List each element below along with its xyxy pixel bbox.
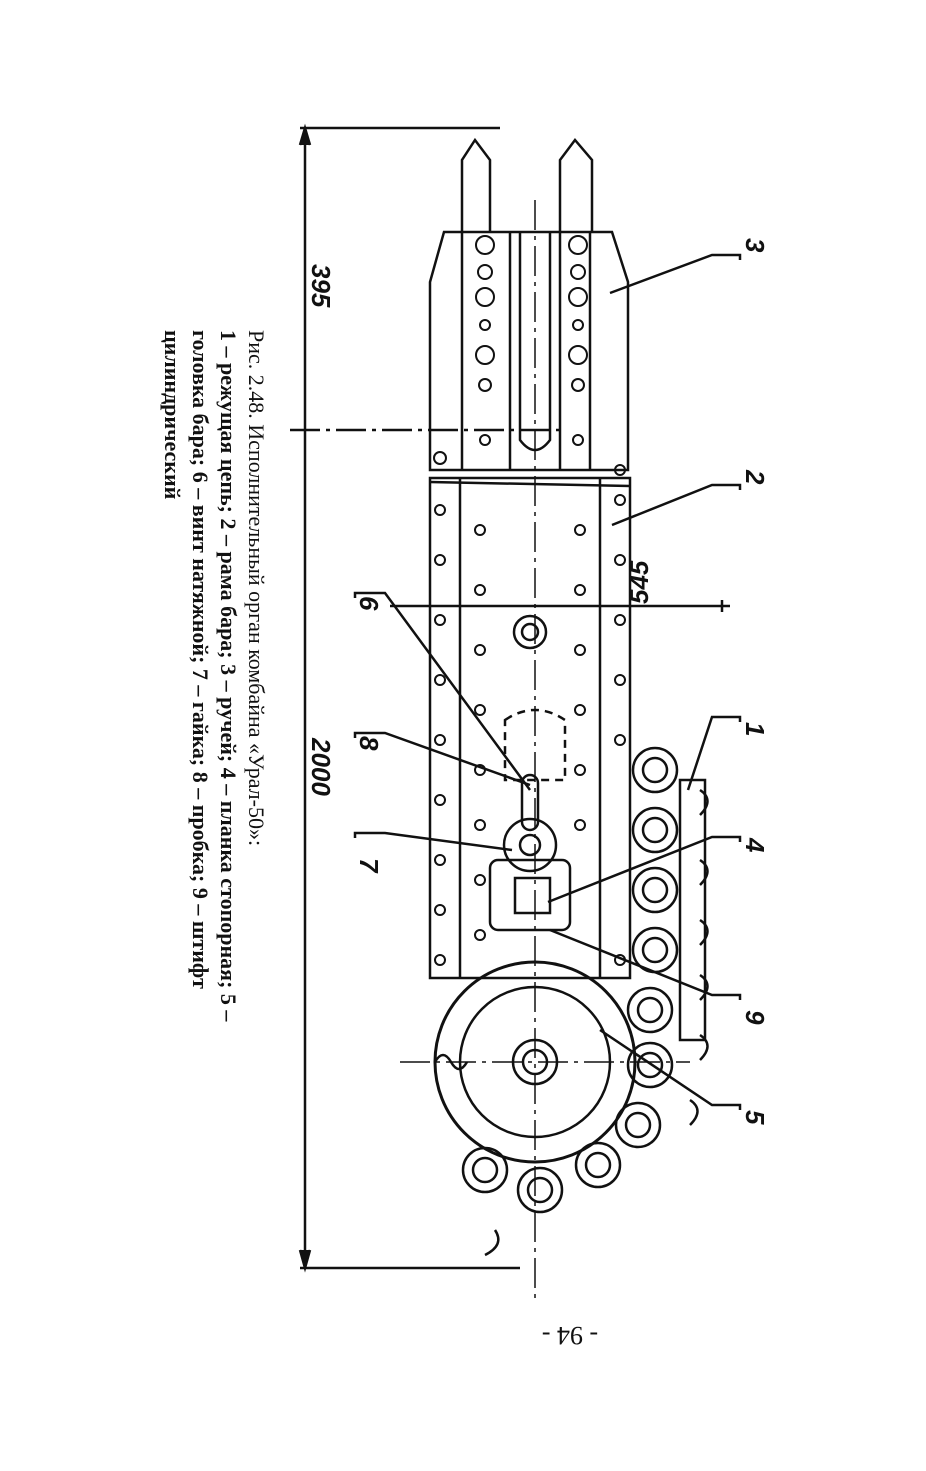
callout-8: 8: [354, 736, 384, 751]
cutting-chain: [461, 746, 709, 1257]
callout-9: 9: [740, 1010, 770, 1025]
callout-4: 4: [740, 837, 770, 853]
caption-line-3: цилиндрический: [160, 330, 185, 500]
caption-line-2: головка бара; 6 – винт натяжной; 7 – гай…: [188, 330, 213, 989]
callout-2: 2: [740, 469, 770, 485]
callout-7: 7: [354, 858, 384, 874]
guide-rail-right: [558, 137, 594, 232]
bar-frame: [428, 476, 632, 980]
groove-block: [428, 230, 630, 472]
dimension-2000: 2000: [306, 737, 336, 796]
guide-rail-left: [460, 137, 492, 232]
dimension-395: 395: [306, 264, 336, 308]
callout-5: 5: [740, 1110, 770, 1125]
page-number: - 94 -: [541, 1321, 599, 1350]
dimension-545: 545: [624, 560, 654, 604]
callout-1: 1: [740, 722, 770, 736]
callout-6: 6: [354, 596, 384, 611]
callout-3: 3: [740, 238, 770, 253]
caption-line-1: 1 – режущая цепь; 2 – рама бара; 3 – руч…: [216, 330, 241, 1022]
figure-caption: Рис. 2.48. Исполнительный орган комбайна…: [150, 330, 270, 1330]
tension-screw: [502, 817, 558, 873]
caption-title: Рис. 2.48. Исполнительный орган комбайна…: [244, 330, 269, 847]
